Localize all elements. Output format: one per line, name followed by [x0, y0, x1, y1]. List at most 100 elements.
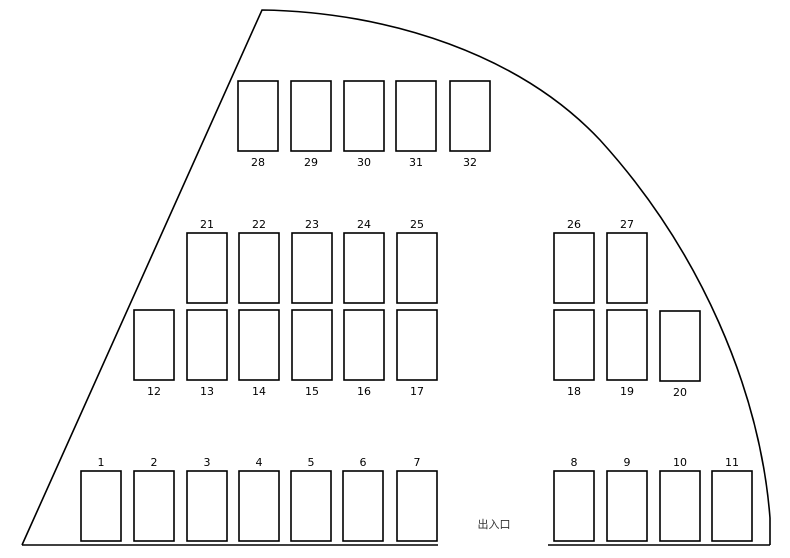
parking-slot-17: 17 — [396, 309, 438, 398]
parking-slot-label: 11 — [725, 456, 739, 469]
parking-slot-2: 2 — [133, 456, 175, 542]
parking-slot-box — [711, 470, 753, 542]
parking-slot-box — [396, 309, 438, 381]
parking-slot-box — [133, 309, 175, 381]
parking-slot-box — [659, 310, 701, 382]
parking-slot-label: 16 — [357, 385, 371, 398]
parking-slot-box — [290, 470, 332, 542]
parking-slot-label: 30 — [357, 156, 371, 169]
parking-slot-21: 21 — [186, 218, 228, 304]
parking-slot-25: 25 — [396, 218, 438, 304]
parking-slot-box — [342, 470, 384, 542]
parking-slot-4: 4 — [238, 456, 280, 542]
parking-slot-box — [395, 80, 437, 152]
parking-slot-box — [237, 80, 279, 152]
parking-slot-box — [606, 470, 648, 542]
parking-slot-box — [343, 309, 385, 381]
parking-slot-label: 17 — [410, 385, 424, 398]
parking-slot-13: 13 — [186, 309, 228, 398]
parking-slot-26: 26 — [553, 218, 595, 304]
parking-slot-27: 27 — [606, 218, 648, 304]
parking-slot-label: 1 — [98, 456, 105, 469]
parking-slot-label: 29 — [304, 156, 318, 169]
parking-slot-box — [553, 470, 595, 542]
parking-slot-label: 28 — [251, 156, 265, 169]
parking-slot-box — [186, 232, 228, 304]
parking-slot-box — [238, 309, 280, 381]
parking-slot-label: 27 — [620, 218, 634, 231]
parking-slot-6: 6 — [342, 456, 384, 542]
parking-slot-box — [396, 470, 438, 542]
parking-slot-24: 24 — [343, 218, 385, 304]
parking-slot-box — [606, 309, 648, 381]
parking-slot-28: 28 — [237, 80, 279, 169]
parking-slot-box — [80, 470, 122, 542]
parking-slot-box — [606, 232, 648, 304]
parking-slot-label: 10 — [673, 456, 687, 469]
parking-slot-box — [343, 232, 385, 304]
parking-slot-label: 22 — [252, 218, 266, 231]
parking-slot-22: 22 — [238, 218, 280, 304]
parking-slot-label: 23 — [305, 218, 319, 231]
parking-slot-label: 15 — [305, 385, 319, 398]
exit-label: 出入口 — [478, 517, 511, 531]
parking-slot-label: 3 — [204, 456, 211, 469]
parking-slot-label: 5 — [308, 456, 315, 469]
parking-slot-10: 10 — [659, 456, 701, 542]
boundary-outline — [21, 9, 771, 546]
parking-slot-box — [449, 80, 491, 152]
parking-slot-label: 7 — [414, 456, 421, 469]
parking-slot-box — [186, 470, 228, 542]
parking-slot-9: 9 — [606, 456, 648, 542]
parking-slot-23: 23 — [291, 218, 333, 304]
parking-slot-label: 32 — [463, 156, 477, 169]
parking-slot-box — [291, 232, 333, 304]
parking-slot-label: 31 — [409, 156, 423, 169]
parking-slot-32: 32 — [449, 80, 491, 169]
parking-slot-label: 9 — [624, 456, 631, 469]
parking-slot-label: 8 — [571, 456, 578, 469]
parking-slot-label: 21 — [200, 218, 214, 231]
parking-slot-16: 16 — [343, 309, 385, 398]
parking-slot-30: 30 — [343, 80, 385, 169]
parking-slot-12: 12 — [133, 309, 175, 398]
parking-slot-15: 15 — [291, 309, 333, 398]
parking-slot-19: 19 — [606, 309, 648, 398]
parking-slot-box — [186, 309, 228, 381]
parking-slot-11: 11 — [711, 456, 753, 542]
parking-slot-box — [396, 232, 438, 304]
parking-slot-label: 12 — [147, 385, 161, 398]
parking-slot-20: 20 — [659, 310, 701, 399]
parking-slot-label: 24 — [357, 218, 371, 231]
parking-slot-8: 8 — [553, 456, 595, 542]
parking-slot-box — [290, 80, 332, 152]
parking-slot-14: 14 — [238, 309, 280, 398]
parking-slot-1: 1 — [80, 456, 122, 542]
parking-slot-29: 29 — [290, 80, 332, 169]
parking-slot-7: 7 — [396, 456, 438, 542]
parking-slot-label: 26 — [567, 218, 581, 231]
parking-slot-label: 14 — [252, 385, 266, 398]
parking-slot-box — [238, 470, 280, 542]
parking-slot-box — [553, 309, 595, 381]
parking-slot-5: 5 — [290, 456, 332, 542]
parking-slot-box — [659, 470, 701, 542]
parking-slot-box — [133, 470, 175, 542]
parking-slot-box — [553, 232, 595, 304]
parking-slot-label: 6 — [360, 456, 367, 469]
parking-slot-label: 4 — [256, 456, 263, 469]
parking-slot-box — [238, 232, 280, 304]
parking-slot-box — [343, 80, 385, 152]
parking-slot-18: 18 — [553, 309, 595, 398]
parking-slot-label: 18 — [567, 385, 581, 398]
parking-slot-label: 2 — [151, 456, 158, 469]
parking-slot-label: 20 — [673, 386, 687, 399]
parking-slot-box — [291, 309, 333, 381]
parking-slot-label: 25 — [410, 218, 424, 231]
parking-slot-31: 31 — [395, 80, 437, 169]
parking-slot-label: 19 — [620, 385, 634, 398]
parking-slot-label: 13 — [200, 385, 214, 398]
parking-slot-3: 3 — [186, 456, 228, 542]
